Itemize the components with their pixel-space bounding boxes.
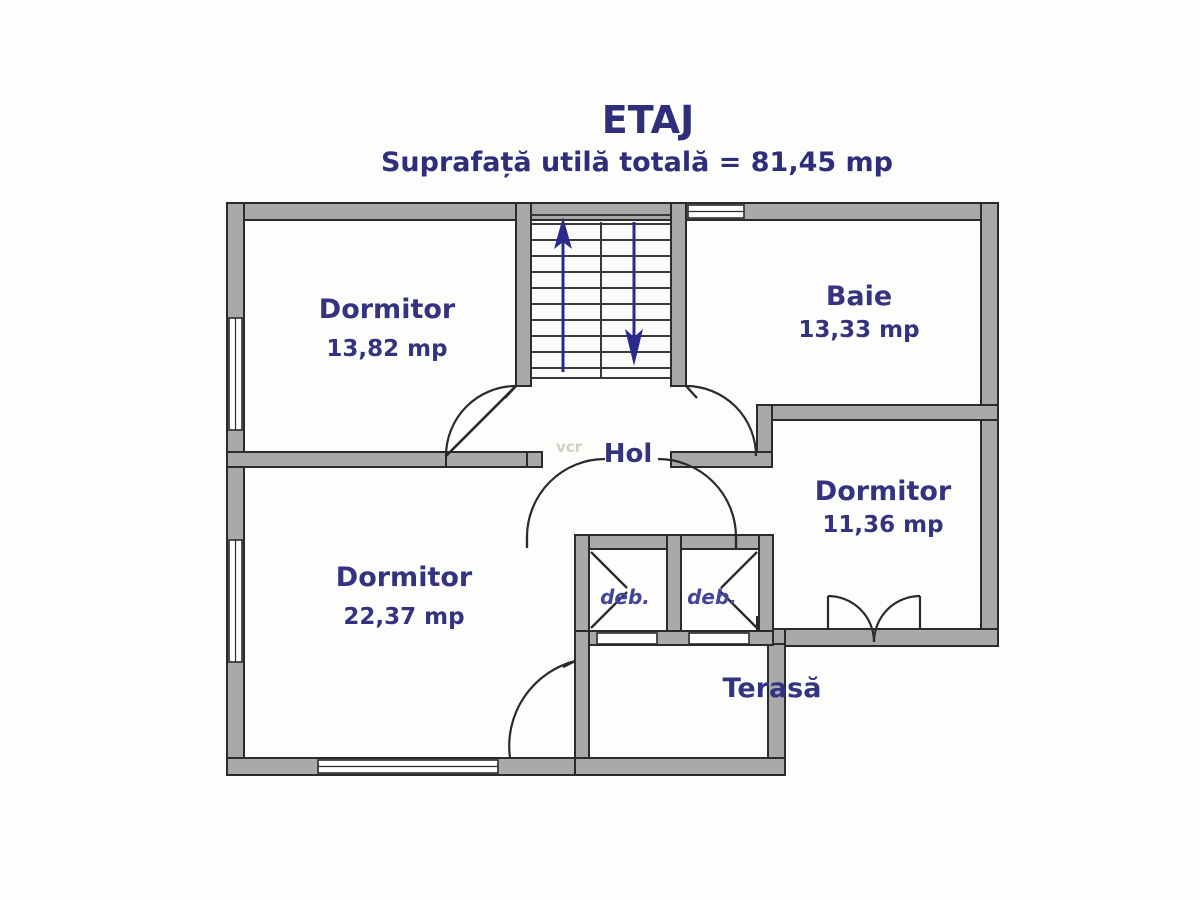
wall-right-exterior <box>980 202 999 647</box>
wall-big-bedroom-right <box>574 630 590 776</box>
wall-stair-right <box>670 202 687 387</box>
door-leaf-closet-right-bottom <box>720 591 758 629</box>
arrow-up-icon <box>554 217 572 249</box>
wall-baie-bottom <box>756 404 999 421</box>
door-leaf-bigbedroom-bottom <box>562 659 576 669</box>
door-arc-terrace-left <box>827 594 876 643</box>
room-label-dormitor-bottom-left-name: Dormitor <box>336 562 473 593</box>
room-label-dormitor-top-left-area: 13,82 mp <box>326 336 447 362</box>
room-labels: Dormitor 13,82 mp Baie 13,33 mp Dormitor… <box>319 281 952 704</box>
window-group <box>228 204 750 774</box>
door-leaf-baie <box>685 385 698 399</box>
room-label-dormitor-bottom-left-area: 22,37 mp <box>343 604 464 630</box>
door-arc-bedroom-topleft <box>444 384 517 457</box>
room-label-dormitor-right-area: 11,36 mp <box>822 512 943 538</box>
staircase <box>531 214 671 379</box>
wall-closet-right <box>758 534 774 646</box>
room-label-hol: Hol <box>604 439 653 469</box>
room-label-dormitor-top-left-name: Dormitor <box>319 294 456 325</box>
wall-closet-left <box>574 534 590 646</box>
wall-terrace-right-top <box>767 628 999 647</box>
wall-hol-left-jamb <box>526 451 543 468</box>
door-arc-terrace-right <box>872 594 921 643</box>
door-leaf-line-topleft <box>445 385 517 457</box>
door-arc-baie <box>685 384 758 457</box>
room-label-baie-area: 13,33 mp <box>798 317 919 343</box>
room-label-debara-left: deb. <box>600 585 650 609</box>
arrow-down-icon <box>625 329 643 366</box>
page-title: ETAJ <box>602 98 694 142</box>
room-label-terasa: Terasă <box>723 673 822 704</box>
door-leaf-topleft <box>504 385 517 399</box>
room-label-dormitor-right-name: Dormitor <box>815 476 952 507</box>
total-area-subtitle: Suprafață utilă totală = 81,45 mp <box>381 147 893 178</box>
window-closet-right <box>688 632 750 645</box>
door-arc-hall-bigbedroom <box>525 457 606 538</box>
wall-top-exterior <box>226 202 999 221</box>
wall-closet-divider <box>666 534 682 646</box>
wall-mid-horizontal-left <box>226 451 543 468</box>
wall-left-exterior <box>226 202 245 776</box>
door-leaf-closet-left-bottom <box>590 591 628 629</box>
door-arc-bigbedroom-bottom <box>508 659 576 759</box>
door-leaf-closet-left-top <box>590 551 628 589</box>
window-closet-left <box>596 632 658 645</box>
watermark-text: vcr <box>556 438 583 456</box>
wall-terrace-bottom-left <box>574 757 786 776</box>
wall-stair-left <box>515 202 532 387</box>
door-leaf-closet-right-top <box>720 551 758 589</box>
door-arc-hall-rightbedroom <box>657 457 738 538</box>
room-label-baie-name: Baie <box>826 281 892 312</box>
room-label-debara-right: deb. <box>687 585 737 609</box>
door-group <box>444 384 922 759</box>
